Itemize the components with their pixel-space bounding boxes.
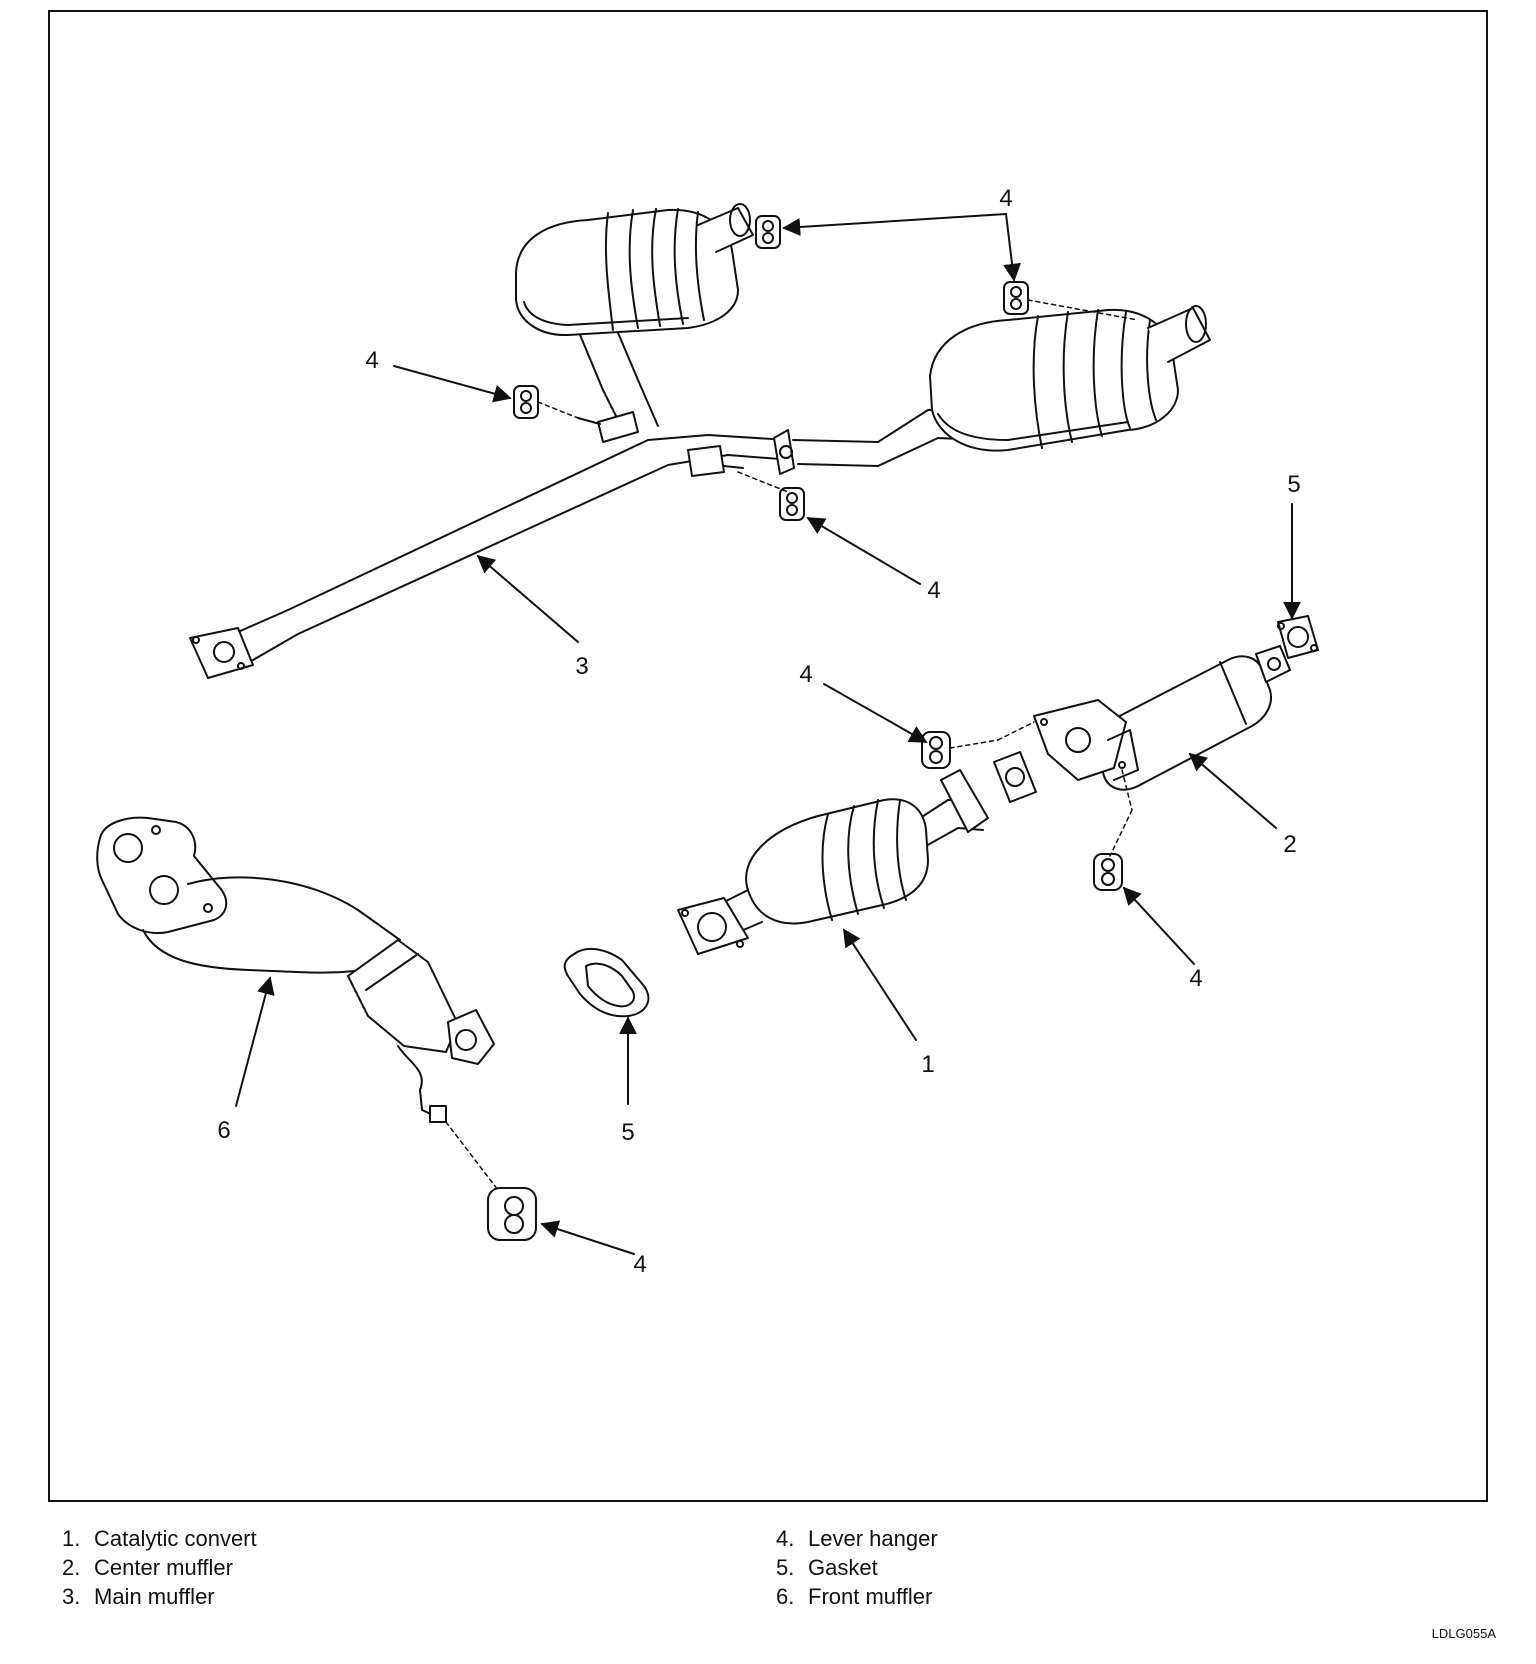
legend-number: 1. — [62, 1526, 81, 1551]
callout-1: 1 — [921, 1051, 934, 1078]
gasket-lower — [563, 947, 650, 1018]
hanger-5 — [921, 731, 951, 769]
hanger-7 — [487, 1187, 537, 1241]
callout-2: 2 — [1283, 831, 1296, 858]
legend-number: 5. — [776, 1555, 795, 1580]
callout-3: 3 — [575, 653, 588, 680]
center-muffler — [1033, 645, 1291, 791]
callout-4-center: 4 — [1189, 965, 1202, 992]
hanger-1 — [755, 215, 781, 249]
main-muffler — [189, 327, 984, 679]
callout-6: 6 — [217, 1117, 230, 1144]
legend-left: 1. Catalytic convert 2. Center muffler 3… — [62, 1524, 257, 1611]
callout-4-bottom: 4 — [633, 1251, 646, 1278]
hanger-3 — [513, 385, 539, 419]
hanger-dashes — [445, 299, 1139, 1191]
exhaust-system-diagram: 4 4 4 3 5 4 2 4 1 5 6 4 — [48, 10, 1488, 1502]
gasket-middle — [993, 751, 1037, 803]
front-muffler — [96, 816, 495, 1123]
legend-label: Catalytic convert — [94, 1526, 257, 1551]
diagram-frame: 4 4 4 3 5 4 2 4 1 5 6 4 — [48, 10, 1488, 1502]
legend-number: 6. — [776, 1584, 795, 1609]
gasket-upper — [1277, 615, 1319, 659]
hanger-6 — [1093, 853, 1123, 891]
legend-label: Lever hanger — [808, 1526, 938, 1551]
callout-4-left: 4 — [365, 347, 378, 374]
legend-item: 4. Lever hanger — [776, 1524, 938, 1553]
legend-number: 3. — [62, 1584, 81, 1609]
right-rear-muffler — [929, 305, 1211, 452]
catalytic-converter — [677, 769, 989, 955]
hanger-2 — [1003, 281, 1029, 315]
legend-item: 2. Center muffler — [62, 1553, 257, 1582]
callout-4-mid: 4 — [927, 577, 940, 604]
legend-label: Front muffler — [808, 1584, 933, 1609]
legend-item: 5. Gasket — [776, 1553, 938, 1582]
legend-label: Center muffler — [94, 1555, 233, 1580]
figure-code: LDLG055A — [1431, 1626, 1496, 1641]
legend-label: Gasket — [808, 1555, 878, 1580]
callout-arrows — [235, 213, 1301, 1255]
callout-4-top: 4 — [999, 185, 1012, 212]
legend-number: 4. — [776, 1526, 795, 1551]
callout-5-lower: 5 — [621, 1119, 634, 1146]
legend-item: 3. Main muffler — [62, 1582, 257, 1611]
legend-label: Main muffler — [94, 1584, 215, 1609]
legend-right: 4. Lever hanger 5. Gasket 6. Front muffl… — [776, 1524, 938, 1611]
callout-4-cat: 4 — [799, 661, 812, 688]
hanger-4 — [779, 487, 805, 521]
legend-item: 6. Front muffler — [776, 1582, 938, 1611]
left-rear-muffler — [515, 203, 754, 337]
callout-5-upper: 5 — [1287, 471, 1300, 498]
legend-item: 1. Catalytic convert — [62, 1524, 257, 1553]
legend-number: 2. — [62, 1555, 81, 1580]
figure-border — [48, 10, 1488, 1502]
